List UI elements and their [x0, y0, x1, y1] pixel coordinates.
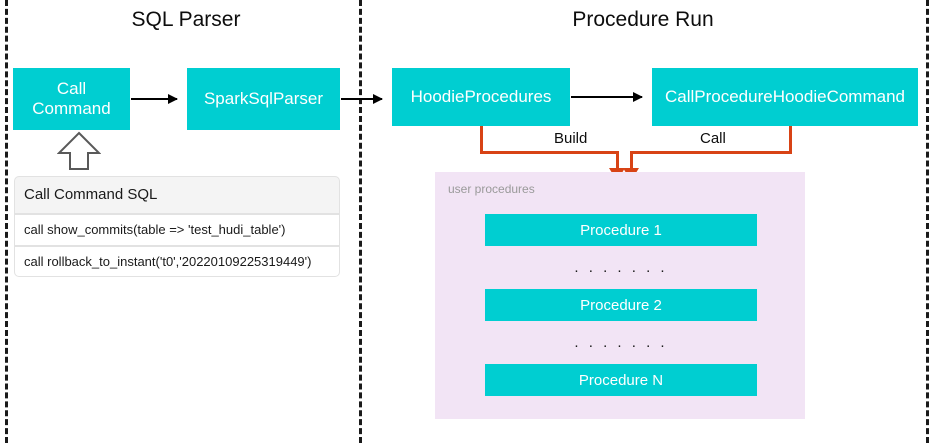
hollow-up-arrow-icon — [57, 131, 101, 170]
arrow-hoodie-procedures-to-call-procedure-command — [571, 92, 643, 102]
node-hoodie-procedures[interactable]: HoodieProcedures — [392, 68, 570, 126]
procedure-item[interactable]: Procedure 1 — [485, 214, 757, 246]
connector-call-vertical — [789, 126, 792, 154]
arrow-call-command-to-spark-parser — [131, 94, 178, 104]
node-call-command-label: Call Command — [32, 79, 110, 119]
connector-build-vertical — [480, 126, 483, 154]
connector-build-horizontal — [480, 151, 619, 154]
procedure-item[interactable]: Procedure 2 — [485, 289, 757, 321]
edge-label-call: Call — [694, 131, 732, 146]
connector-call-horizontal — [630, 151, 792, 154]
divider-left-dashed — [5, 0, 8, 443]
call-command-sql-row[interactable]: call show_commits(table => 'test_hudi_ta… — [14, 214, 340, 246]
call-command-sql-row[interactable]: call rollback_to_instant('t0','202201092… — [14, 245, 340, 278]
section-title-procedure-run: Procedure Run — [572, 8, 714, 31]
node-call-command-label-line2: Command — [32, 99, 111, 118]
section-title-sql-parser: SQL Parser — [131, 8, 241, 31]
arrow-spark-parser-to-hoodie-procedures — [341, 94, 383, 104]
procedure-ellipsis: . . . . . . . — [574, 334, 668, 351]
procedure-ellipsis: . . . . . . . — [574, 259, 668, 276]
edge-label-build: Build — [548, 131, 594, 146]
node-call-command[interactable]: Call Command — [13, 68, 130, 130]
connector-build-drop — [616, 151, 619, 172]
procedure-item[interactable]: Procedure N — [485, 364, 757, 396]
divider-middle-dashed — [359, 0, 362, 443]
user-procedures-panel-label: user procedures — [448, 182, 535, 196]
connector-call-drop — [630, 151, 633, 172]
node-spark-sql-parser[interactable]: SparkSqlParser — [187, 68, 340, 130]
call-command-sql-header: Call Command SQL — [14, 176, 340, 214]
node-call-procedure-hoodie-command[interactable]: CallProcedureHoodieCommand — [652, 68, 918, 126]
user-procedures-panel: user procedures Procedure 1 . . . . . . … — [435, 172, 805, 419]
divider-right-dashed — [926, 0, 929, 443]
call-command-sql-panel: Call Command SQL call show_commits(table… — [14, 176, 340, 278]
node-call-command-label-line1: Call — [56, 78, 87, 98]
